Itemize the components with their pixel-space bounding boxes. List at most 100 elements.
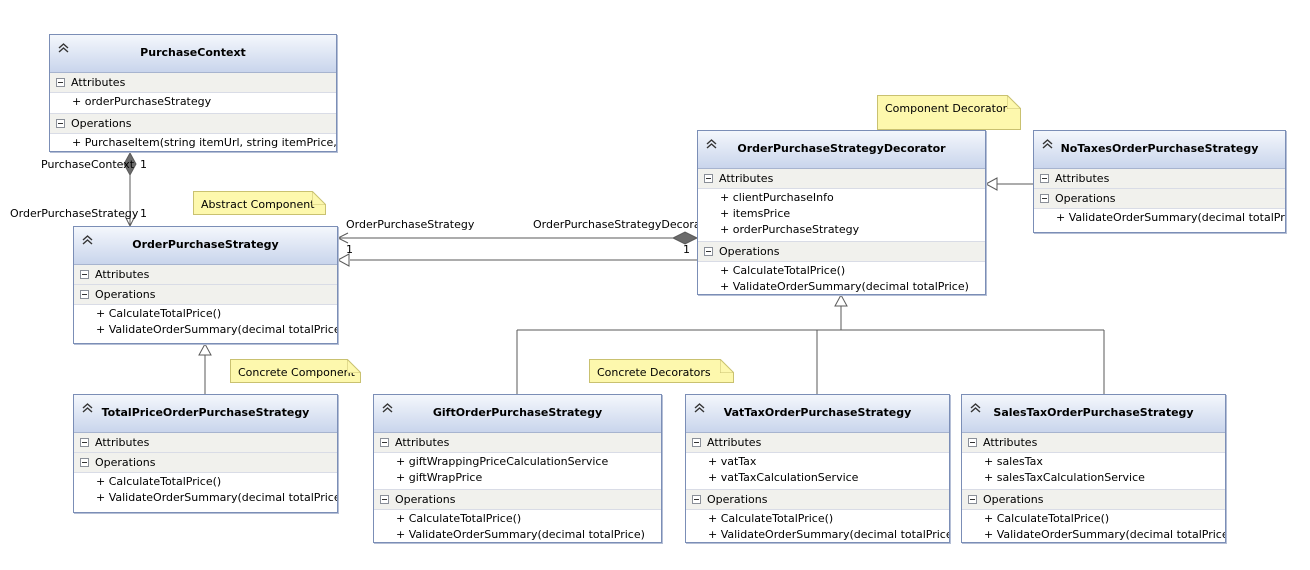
note-fold-icon xyxy=(312,191,326,205)
attributes-section-header[interactable]: Attributes xyxy=(74,265,337,285)
multiplicity-strategy: 1 xyxy=(140,207,147,220)
class-no-taxes-order-purchase-strategy[interactable]: NoTaxesOrderPurchaseStrategy Attributes … xyxy=(1033,130,1286,233)
note-text: Concrete Component xyxy=(238,366,355,379)
note-abstract-component[interactable]: Abstract Component xyxy=(193,191,326,215)
operation-item: + CalculateTotalPrice() xyxy=(984,512,1110,525)
class-title: GiftOrderPurchaseStrategy xyxy=(432,406,603,419)
operation-item: + CalculateTotalPrice() xyxy=(96,307,222,320)
operation-item: + CalculateTotalPrice() xyxy=(396,512,522,525)
operation-item: + ValidateOrderSummary(decimal totalPric… xyxy=(1056,211,1285,224)
class-order-purchase-strategy[interactable]: OrderPurchaseStrategy Attributes Operati… xyxy=(73,226,338,344)
collapse-minus-icon[interactable] xyxy=(704,247,713,256)
attributes-section-header[interactable]: Attributes xyxy=(50,73,336,93)
collapse-minus-icon[interactable] xyxy=(692,438,701,447)
class-header: OrderPurchaseStrategy xyxy=(74,227,337,265)
class-order-purchase-strategy-decorator[interactable]: OrderPurchaseStrategyDecorator Attribute… xyxy=(697,130,986,295)
class-total-price-order-purchase-strategy[interactable]: TotalPriceOrderPurchaseStrategy Attribut… xyxy=(73,394,338,513)
inheritance-triangle-decorator xyxy=(336,253,350,267)
operation-item: + ValidateOrderSummary(decimal totalPric… xyxy=(720,280,969,293)
operations-section-header[interactable]: Operations xyxy=(962,489,1225,510)
note-concrete-decorators[interactable]: Concrete Decorators xyxy=(589,359,734,383)
note-text: Concrete Decorators xyxy=(597,366,711,379)
operations-section-header[interactable]: Operations xyxy=(74,453,337,473)
attributes-label: Attributes xyxy=(71,76,126,89)
collapse-minus-icon[interactable] xyxy=(380,438,389,447)
attribute-item: + orderPurchaseStrategy xyxy=(72,95,212,108)
attributes-section-header[interactable]: Attributes xyxy=(74,433,337,453)
collapse-chevron-icon[interactable] xyxy=(57,42,70,55)
attributes-label: Attributes xyxy=(707,436,762,449)
attributes-section-header[interactable]: Attributes xyxy=(374,433,661,453)
attribute-item: + giftWrapPrice xyxy=(396,471,483,484)
class-title: PurchaseContext xyxy=(140,46,246,59)
collapse-chevron-icon[interactable] xyxy=(1041,138,1054,151)
attributes-section-header[interactable]: Attributes xyxy=(686,433,949,453)
operations-label: Operations xyxy=(1055,192,1116,205)
note-component-decorator[interactable]: Component Decorator xyxy=(877,95,1021,130)
operations-section-header[interactable]: Operations xyxy=(374,489,661,510)
operations-section-header[interactable]: Operations xyxy=(50,113,336,134)
attributes-section-header[interactable]: Attributes xyxy=(698,169,985,189)
collapse-minus-icon[interactable] xyxy=(80,438,89,447)
operations-label: Operations xyxy=(95,288,156,301)
class-vat-tax-order-purchase-strategy[interactable]: VatTaxOrderPurchaseStrategy Attributes +… xyxy=(685,394,950,543)
class-purchase-context[interactable]: PurchaseContext Attributes + orderPurcha… xyxy=(49,34,337,152)
operation-item: + PurchaseItem(string itemUrl, string it… xyxy=(72,136,336,149)
operations-label: Operations xyxy=(983,493,1044,506)
attribute-item: + vatTax xyxy=(708,455,757,468)
class-gift-order-purchase-strategy[interactable]: GiftOrderPurchaseStrategy Attributes + g… xyxy=(373,394,662,543)
note-fold-icon xyxy=(347,359,361,373)
note-concrete-component[interactable]: Concrete Component xyxy=(230,359,361,383)
operation-item: + ValidateOrderSummary(decimal totalPric… xyxy=(96,323,337,336)
collapse-minus-icon[interactable] xyxy=(56,78,65,87)
operations-label: Operations xyxy=(95,456,156,469)
collapse-minus-icon[interactable] xyxy=(80,458,89,467)
class-header: SalesTaxOrderPurchaseStrategy xyxy=(962,395,1225,433)
operations-section-header[interactable]: Operations xyxy=(686,489,949,510)
collapse-minus-icon[interactable] xyxy=(968,495,977,504)
attribute-item: + itemsPrice xyxy=(720,207,791,220)
inheritance-triangle-concrete xyxy=(834,293,848,307)
attributes-section-header[interactable]: Attributes xyxy=(1034,169,1285,189)
inheritance-triangle-totalprice xyxy=(198,342,212,356)
operation-item: + ValidateOrderSummary(decimal totalPric… xyxy=(708,528,949,541)
collapse-minus-icon[interactable] xyxy=(56,119,65,128)
operations-section-header[interactable]: Operations xyxy=(698,241,985,262)
collapse-chevron-icon[interactable] xyxy=(81,234,94,247)
collapse-chevron-icon[interactable] xyxy=(381,402,394,415)
class-title: OrderPurchaseStrategy xyxy=(132,238,279,251)
attribute-item: + orderPurchaseStrategy xyxy=(720,223,860,236)
attributes-section-header[interactable]: Attributes xyxy=(962,433,1225,453)
class-header: PurchaseContext xyxy=(50,35,336,73)
multiplicity-context: 1 xyxy=(140,158,147,171)
attribute-item: + vatTaxCalculationService xyxy=(708,471,859,484)
attributes-label: Attributes xyxy=(983,436,1038,449)
collapse-minus-icon[interactable] xyxy=(692,495,701,504)
note-fold-icon xyxy=(720,359,734,373)
collapse-minus-icon[interactable] xyxy=(968,438,977,447)
collapse-chevron-icon[interactable] xyxy=(81,402,94,415)
collapse-minus-icon[interactable] xyxy=(80,270,89,279)
attribute-item: + salesTax xyxy=(984,455,1043,468)
operations-label: Operations xyxy=(71,117,132,130)
class-title: TotalPriceOrderPurchaseStrategy xyxy=(101,406,310,419)
collapse-chevron-icon[interactable] xyxy=(693,402,706,415)
class-title: NoTaxesOrderPurchaseStrategy xyxy=(1060,142,1259,155)
operation-item: + ValidateOrderSummary(decimal totalPric… xyxy=(96,491,337,504)
operations-section-header[interactable]: Operations xyxy=(74,285,337,305)
collapse-chevron-icon[interactable] xyxy=(705,138,718,151)
collapse-minus-icon[interactable] xyxy=(80,290,89,299)
collapse-minus-icon[interactable] xyxy=(1040,194,1049,203)
operations-section-header[interactable]: Operations xyxy=(1034,189,1285,209)
note-text: Abstract Component xyxy=(201,198,315,211)
collapse-minus-icon[interactable] xyxy=(380,495,389,504)
collapse-minus-icon[interactable] xyxy=(704,174,713,183)
collapse-minus-icon[interactable] xyxy=(1040,174,1049,183)
class-title: SalesTaxOrderPurchaseStrategy xyxy=(993,406,1194,419)
class-sales-tax-order-purchase-strategy[interactable]: SalesTaxOrderPurchaseStrategy Attributes… xyxy=(961,394,1226,543)
collapse-chevron-icon[interactable] xyxy=(969,402,982,415)
operation-item: + ValidateOrderSummary(decimal totalPric… xyxy=(984,528,1225,541)
operation-item: + CalculateTotalPrice() xyxy=(720,264,846,277)
note-fold-icon xyxy=(1007,95,1021,109)
